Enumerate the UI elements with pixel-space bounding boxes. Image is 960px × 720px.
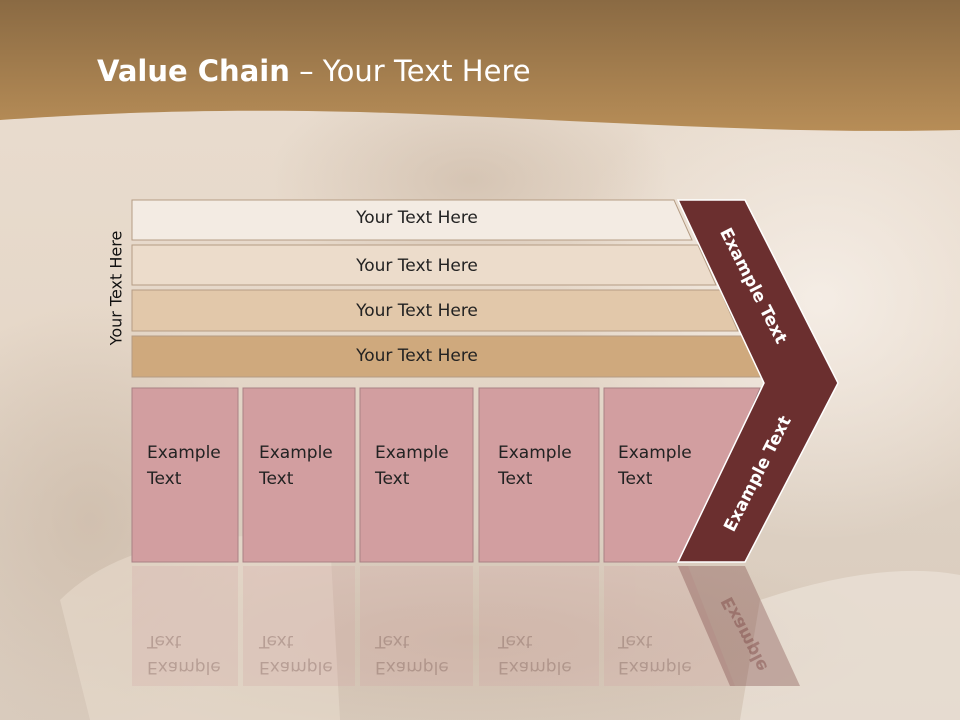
- box-text-line: Text: [375, 631, 410, 651]
- chevron-top-label: Example Text: [715, 224, 791, 348]
- chevron-bottom-label: Example Text: [720, 412, 796, 536]
- row-label: Your Text Here: [356, 208, 478, 228]
- chevron-arrow: [676, 199, 839, 563]
- photo-blob: [50, 530, 890, 720]
- box-text-line: Example: [375, 657, 449, 677]
- box-text-line: Example: [375, 443, 449, 463]
- book-page-shape: [740, 570, 960, 720]
- box-text-line: Text: [259, 469, 294, 489]
- row-label: Your Text Here: [356, 346, 478, 366]
- reflected-box-text: Example Text: [259, 628, 333, 680]
- box-text-line: Example: [498, 443, 572, 463]
- box-text-line: Example: [618, 443, 692, 463]
- reflected-box-text: Example Text: [147, 628, 221, 680]
- box-text-line: Text: [147, 631, 182, 651]
- box-text-line: Text: [618, 469, 653, 489]
- box-text-line: Text: [618, 631, 653, 651]
- box-text-line: Example: [259, 657, 333, 677]
- title-rest: – Your Text Here: [289, 54, 531, 88]
- box-text-line: Text: [498, 469, 533, 489]
- box-text-line: Text: [498, 631, 533, 651]
- reflected-chevron-text: Example: [717, 593, 773, 675]
- side-label: Your Text Here: [106, 230, 126, 346]
- title-bold: Value Chain: [97, 54, 290, 88]
- box-text-line: Text: [375, 469, 410, 489]
- reflected-box-text: Example Text: [618, 628, 692, 680]
- row-label: Your Text Here: [356, 301, 478, 321]
- box-text-line: Text: [259, 631, 294, 651]
- slide-title: Value Chain – Your Text Here: [97, 54, 531, 88]
- box-text-line: Example: [147, 443, 221, 463]
- box-text-line: Example: [259, 443, 333, 463]
- reflected-box-text: Example Text: [498, 628, 572, 680]
- row-label: Your Text Here: [356, 256, 478, 276]
- reflected-box-text: Example Text: [375, 628, 449, 680]
- box-text-line: Example: [147, 657, 221, 677]
- box-text-line: Example: [618, 657, 692, 677]
- box-text-line: Text: [147, 469, 182, 489]
- box-text-line: Example: [498, 657, 572, 677]
